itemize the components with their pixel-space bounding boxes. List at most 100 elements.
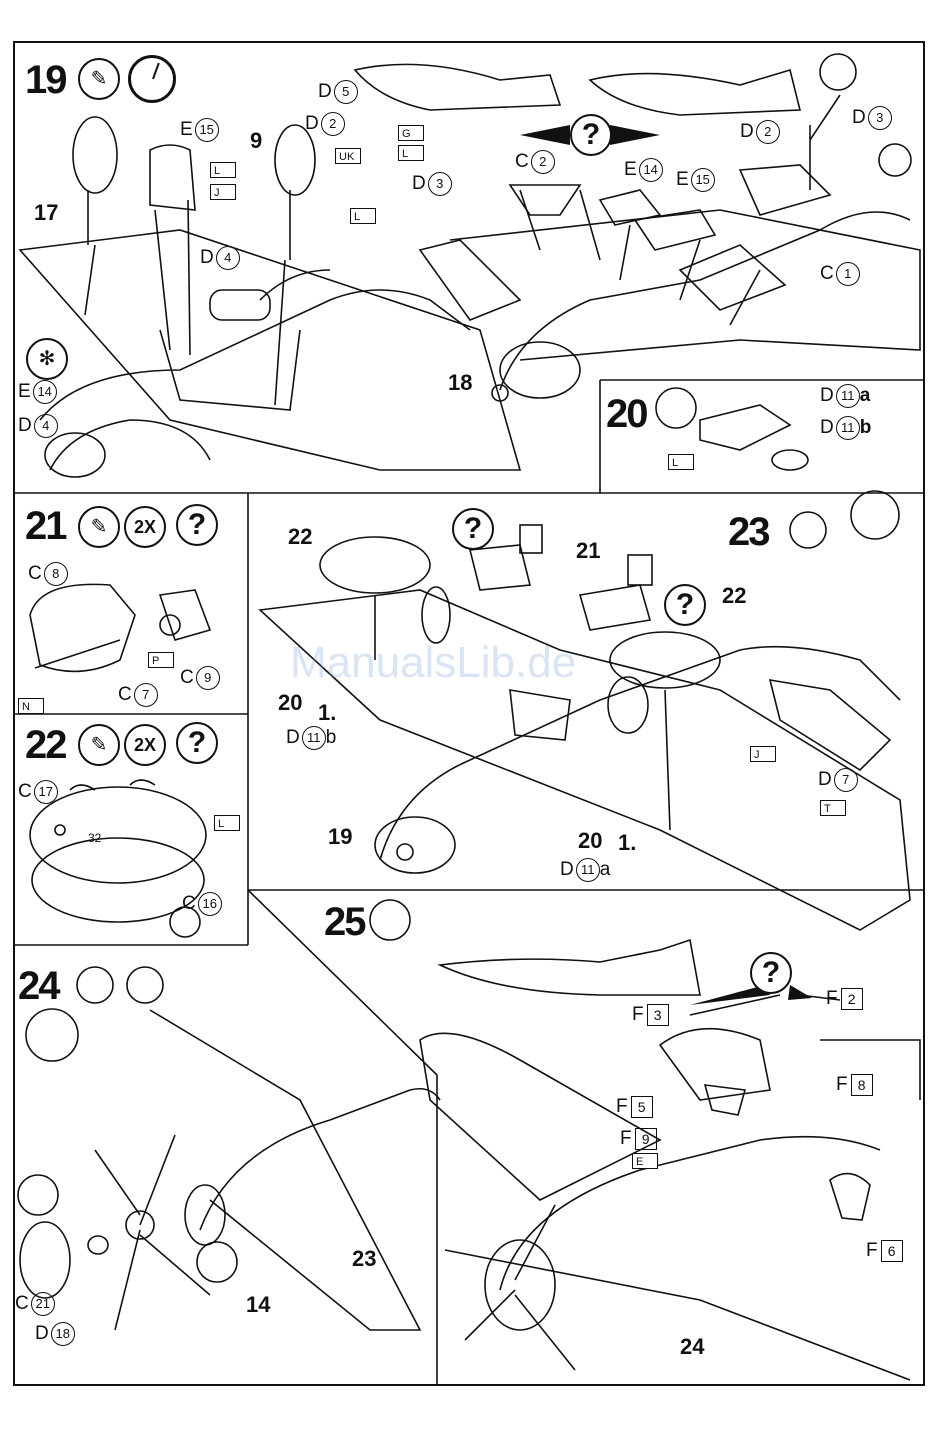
- d-letter: D: [820, 417, 834, 438]
- f-letter: F: [826, 988, 838, 1009]
- f-letter: F: [632, 1004, 644, 1025]
- decal-flag-l-2: L: [210, 162, 236, 178]
- part-21-label: 21: [576, 540, 600, 562]
- c17-number: 17: [34, 780, 58, 804]
- decal-flag-e: E: [632, 1153, 658, 1169]
- d11b-number: 11: [302, 726, 326, 750]
- c21-number: 21: [31, 1292, 55, 1316]
- c-letter: C: [18, 781, 32, 802]
- part-20-label-2: 20: [578, 830, 602, 852]
- decal-flag-g: G: [398, 125, 424, 141]
- snowflake-icon: ✻: [26, 338, 68, 380]
- part-22-label: 22: [288, 526, 312, 548]
- part-23-label: 23: [352, 1248, 376, 1270]
- marking-32: 32: [88, 832, 101, 844]
- decal-flag-l-5: L: [214, 815, 240, 831]
- part-22-label-2: 22: [722, 585, 746, 607]
- part-20-label: 20: [278, 692, 302, 714]
- f-letter: F: [836, 1074, 848, 1095]
- step-order-1-2: 1.: [618, 832, 636, 854]
- f3-number: 3: [647, 1004, 669, 1026]
- d11a-suffix: a: [600, 859, 611, 880]
- part-18-label: 18: [448, 372, 472, 394]
- d11a-number: 11: [576, 858, 600, 882]
- c16-number: 16: [198, 892, 222, 916]
- part-9-label: 9: [250, 130, 262, 152]
- step-23-number: 23: [728, 512, 769, 552]
- f-letter: F: [616, 1096, 628, 1117]
- c9-number: 9: [196, 666, 220, 690]
- d7-number: 7: [834, 768, 858, 792]
- step-22-number: 22: [25, 725, 66, 765]
- d11a-suffix: a: [860, 385, 871, 406]
- decal-flag-l: L: [398, 145, 424, 161]
- question-mark-icon: ?: [664, 584, 706, 626]
- question-mark-icon: ?: [452, 508, 494, 550]
- step-21-number: 21: [25, 506, 66, 546]
- watermark-text: ManualsLib.de: [290, 638, 576, 688]
- decal-flag-n: N: [18, 698, 44, 714]
- decal-flag-l-4: L: [668, 454, 694, 470]
- f-letter: F: [866, 1240, 878, 1261]
- f-letter: F: [620, 1128, 632, 1149]
- c-letter: C: [180, 667, 194, 688]
- question-mark-icon: ?: [570, 114, 612, 156]
- d18-number: 18: [51, 1322, 75, 1346]
- f6-number: 6: [881, 1240, 903, 1262]
- d-letter: D: [820, 385, 834, 406]
- decal-flag-uk: UK: [335, 148, 361, 164]
- decal-flag-t: T: [820, 800, 846, 816]
- d11a-number: 11: [836, 384, 860, 408]
- part-17-label: 17: [34, 202, 58, 224]
- decal-flag-l-3: L: [350, 208, 376, 224]
- question-mark-icon: ?: [750, 952, 792, 994]
- f8-number: 8: [851, 1074, 873, 1096]
- c-letter: C: [28, 563, 42, 584]
- c8-number: 8: [44, 562, 68, 586]
- part-14-label: 14: [246, 1294, 270, 1316]
- glue-icon: ✎: [78, 506, 120, 548]
- step-order-1: 1.: [318, 702, 336, 724]
- d11b-number: 11: [836, 416, 860, 440]
- decal-flag-p: P: [148, 652, 174, 668]
- decal-flag-j: J: [210, 184, 236, 200]
- quantity-2x-badge: 2X: [124, 724, 166, 766]
- quantity-2x-badge: 2X: [124, 506, 166, 548]
- c7-number: 7: [134, 683, 158, 707]
- question-mark-icon: ?: [176, 722, 218, 764]
- step-20-number: 20: [606, 394, 647, 434]
- f9-number: 9: [635, 1128, 657, 1150]
- c-letter: C: [118, 684, 132, 705]
- decal-flag-j-2: J: [750, 746, 776, 762]
- c-letter: C: [15, 1293, 29, 1314]
- d-letter: D: [35, 1323, 49, 1344]
- step-19-number: 19: [25, 60, 66, 100]
- d-letter: D: [286, 727, 300, 748]
- f5-number: 5: [631, 1096, 653, 1118]
